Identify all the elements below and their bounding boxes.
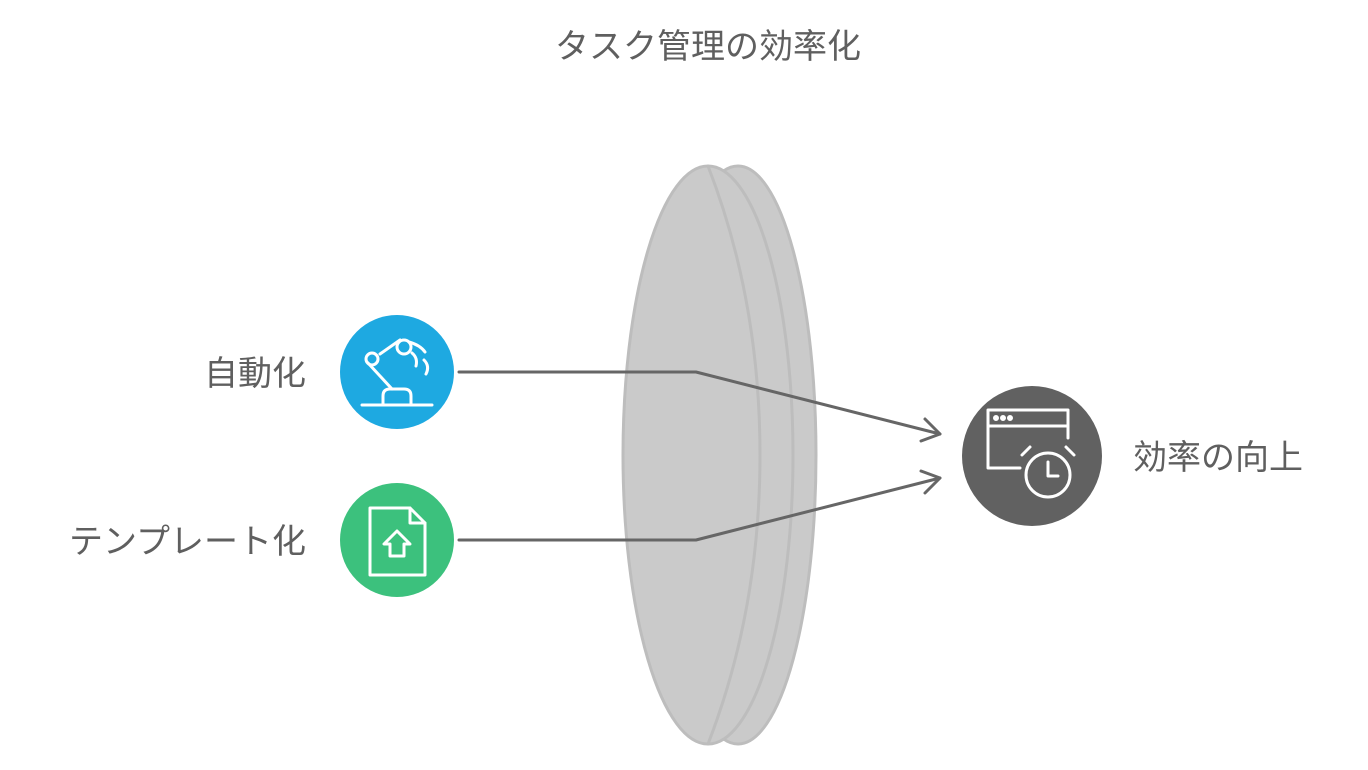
template-label: テンプレート化 [69,522,306,562]
automation-label: 自動化 [204,354,306,394]
connector-template [457,476,942,542]
lens-shape [621,164,818,746]
template-icon-circle [340,483,454,597]
input-node-automation: 自動化 [204,315,454,429]
document-template-icon [368,506,427,577]
efficiency-icon-circle [962,386,1102,526]
arrowhead-template [919,469,942,495]
connector-lines [457,370,942,542]
connector-automation [457,370,942,436]
lens-rim-line [706,165,762,745]
input-node-template: テンプレート化 [69,483,454,597]
lens-front [621,164,795,746]
robot-arm-icon [360,338,434,407]
browser-alarm-clock-icon [986,408,1076,499]
efficiency-label: 効率の向上 [1133,438,1303,478]
output-node-efficiency: 効率の向上 [962,386,1303,526]
arrowhead-automation [919,417,942,443]
diagram-title: タスク管理の効率化 [555,27,861,67]
automation-icon-circle [340,315,454,429]
